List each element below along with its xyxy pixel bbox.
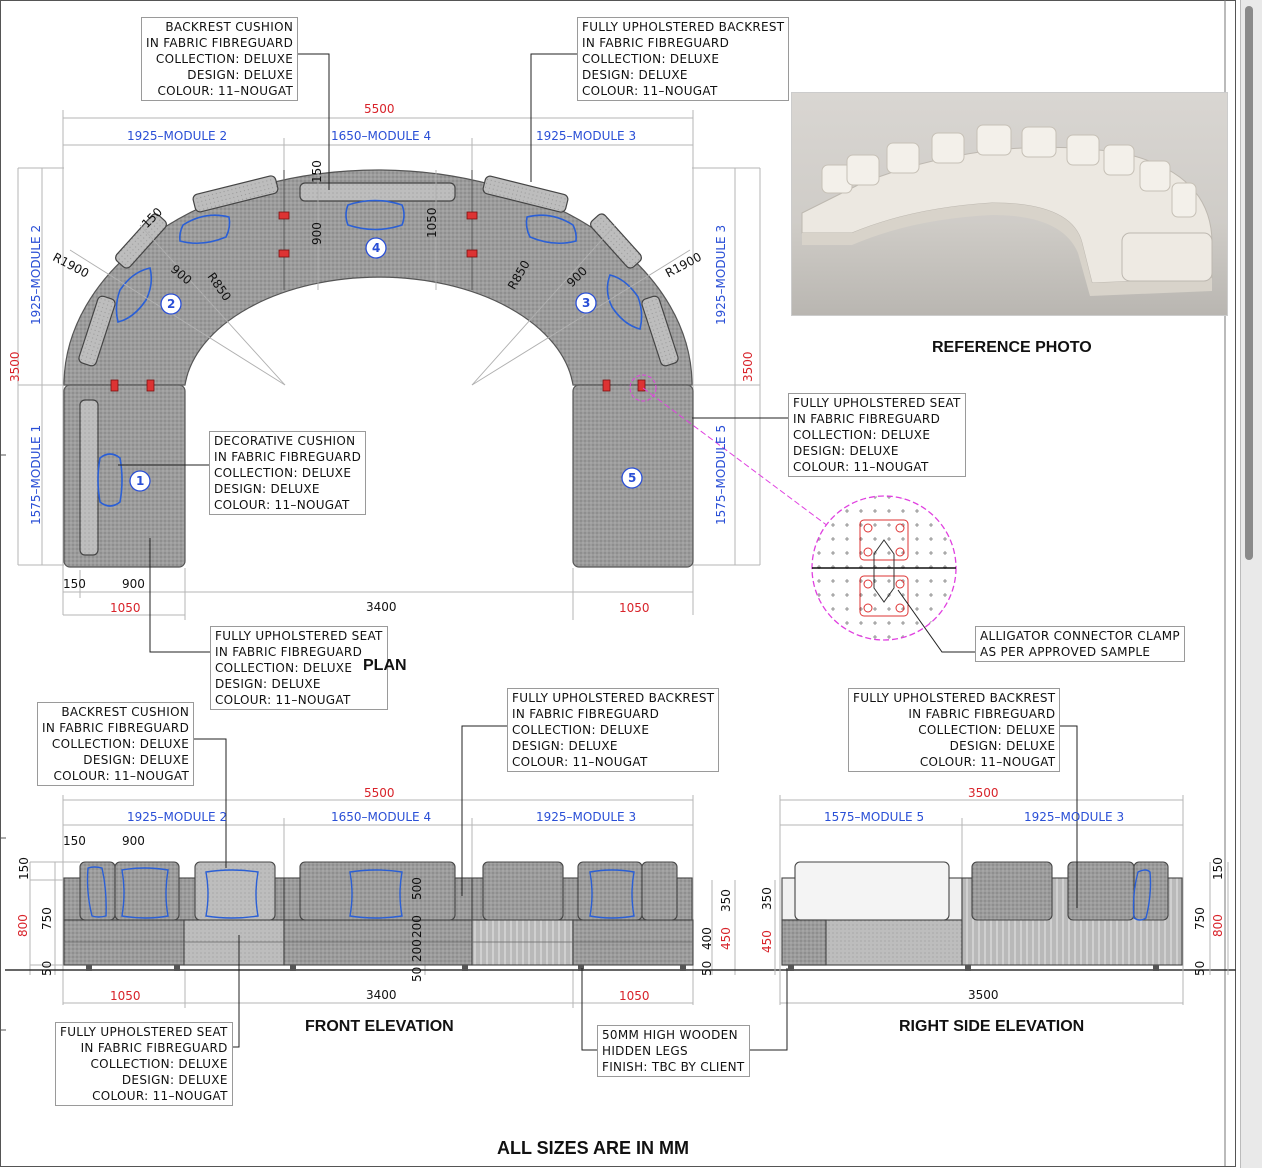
side-elevation-title: RIGHT SIDE ELEVATION bbox=[899, 1018, 1085, 1035]
front-left-800: 800 bbox=[16, 914, 30, 937]
front-elevation-view bbox=[5, 725, 1236, 1051]
front-bottom-left: 1050 bbox=[110, 989, 141, 1003]
side-right-800: 800 bbox=[1211, 914, 1225, 937]
side-left-450: 450 bbox=[760, 930, 774, 953]
front-right-50: 50 bbox=[700, 960, 714, 976]
side-right-50: 50 bbox=[1193, 960, 1207, 976]
front-right-350: 350 bbox=[719, 889, 733, 912]
depth-1050: 1050 bbox=[425, 207, 439, 238]
side-module-5-width: 1575–MODULE 5 bbox=[824, 810, 925, 824]
plan-bottom-mid: 3400 bbox=[366, 600, 397, 614]
front-bottom-mid: 3400 bbox=[366, 988, 397, 1002]
arc-seat-body bbox=[63, 169, 693, 386]
side-overall-width: 3500 bbox=[968, 786, 999, 800]
plan-module-3-width: 1925–MODULE 3 bbox=[536, 129, 637, 143]
plan-bottom-150: 150 bbox=[63, 577, 86, 591]
backrest-150-mid: 150 bbox=[310, 160, 324, 183]
plan-module-4-width: 1650–MODULE 4 bbox=[331, 129, 432, 143]
plan-title: PLAN bbox=[363, 657, 407, 674]
front-module-3-width: 1925–MODULE 3 bbox=[536, 810, 637, 824]
connector-detail bbox=[811, 495, 978, 653]
all-sizes-note: ALL SIZES ARE IN MM bbox=[497, 1138, 690, 1158]
front-overall-width: 5500 bbox=[364, 786, 395, 800]
page-border bbox=[0, 0, 1236, 1167]
module-number-3: 3 bbox=[582, 296, 591, 310]
plan-module-2-width: 1925–MODULE 2 bbox=[127, 129, 228, 143]
front-right-450: 450 bbox=[719, 927, 733, 950]
side-right-750: 750 bbox=[1193, 907, 1207, 930]
front-mid-200b: 200 bbox=[410, 939, 424, 962]
reference-photo-title: REFERENCE PHOTO bbox=[932, 339, 1092, 356]
plan-left-module-1: 1575–MODULE 1 bbox=[29, 424, 43, 525]
front-top-150: 150 bbox=[63, 834, 86, 848]
front-mid-500: 500 bbox=[410, 877, 424, 900]
reference-photo bbox=[791, 92, 1228, 316]
side-left-350: 350 bbox=[760, 887, 774, 910]
side-bottom-width: 3500 bbox=[968, 988, 999, 1002]
front-module-4-width: 1650–MODULE 4 bbox=[331, 810, 432, 824]
plan-bottom-right: 1050 bbox=[619, 601, 650, 615]
front-module-2-width: 1925–MODULE 2 bbox=[127, 810, 228, 824]
side-elevation-view bbox=[742, 725, 1229, 1051]
front-mid-50: 50 bbox=[410, 966, 424, 982]
module-number-1: 1 bbox=[136, 474, 145, 488]
plan-left-module-2: 1925–MODULE 2 bbox=[29, 224, 43, 325]
front-left-150: 150 bbox=[17, 857, 31, 880]
side-module-3-width: 1925–MODULE 3 bbox=[1024, 810, 1125, 824]
front-mid-200: 200 bbox=[410, 915, 424, 938]
plan-view bbox=[17, 53, 978, 653]
plan-right-total: 3500 bbox=[741, 351, 755, 382]
front-elevation-title: FRONT ELEVATION bbox=[305, 1018, 454, 1035]
module-number-5: 5 bbox=[628, 471, 637, 485]
front-left-50: 50 bbox=[40, 960, 54, 976]
plan-overall-width: 5500 bbox=[364, 102, 395, 116]
front-left-750: 750 bbox=[40, 907, 54, 930]
plan-bottom-900: 900 bbox=[122, 577, 145, 591]
plan-right-module-3: 1925–MODULE 3 bbox=[714, 224, 728, 325]
module-number-4: 4 bbox=[372, 241, 381, 255]
depth-900-mid: 900 bbox=[310, 222, 324, 245]
side-right-150: 150 bbox=[1211, 857, 1225, 880]
front-bottom-right: 1050 bbox=[619, 989, 650, 1003]
front-right-400: 400 bbox=[700, 927, 714, 950]
plan-bottom-left: 1050 bbox=[110, 601, 141, 615]
module-number-2: 2 bbox=[167, 297, 176, 311]
front-top-900: 900 bbox=[122, 834, 145, 848]
scrollbar-thumb[interactable] bbox=[1245, 6, 1253, 560]
plan-left-total: 3500 bbox=[8, 351, 22, 382]
plan-right-module-5: 1575–MODULE 5 bbox=[714, 424, 728, 525]
